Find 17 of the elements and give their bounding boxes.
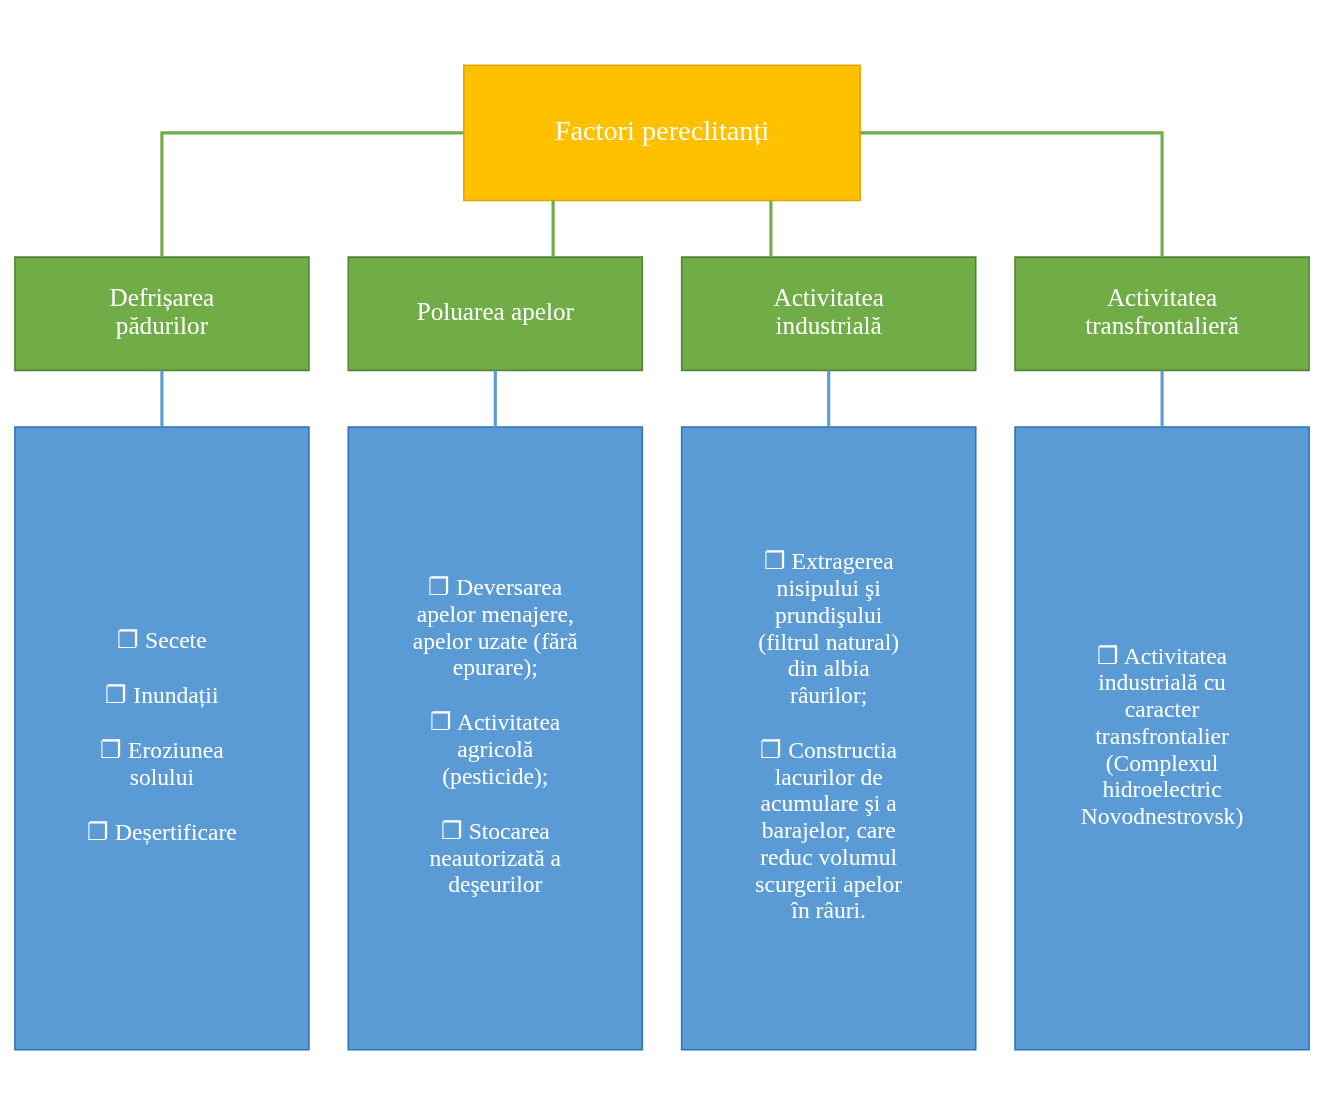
node-box: Activitatea industrială [680,256,977,372]
node-box: Factori pereclitanți [463,64,861,202]
connector [1160,370,1164,427]
connector [551,200,555,257]
node-box: Poluarea apelor [347,256,644,372]
node-box: Defrișarea pădurilor [14,256,310,372]
node-box: ❐ Extragerea nisipului şi prundişului (filtrul natural) din albia râurilor; ❐ Constructia lacurilor de acumulare şi a barajelor, care reduc volumul scurgerii apelor în râuri. [680,426,977,1051]
connector [160,370,164,427]
node-box: Activitatea transfrontalieră [1014,256,1310,372]
connector [860,131,1164,258]
connector [493,370,497,427]
connector [160,131,464,258]
node-box: ❐ Secete ❐ Inundații ❐ Eroziunea solului ❐ Deșertificare [14,426,310,1051]
connector [827,370,831,427]
node-box: ❐ Activitatea industrială cu caracter transfrontalier (Complexul hidroelectric Novodnestrovsk) [1014,426,1310,1051]
node-box: ❐ Deversarea apelor menajere, apelor uzate (fără epurare); ❐ Activitatea agricolă (pesticide); ❐ Stocarea neautorizată a deşeurilor [347,426,644,1051]
connector [769,200,773,257]
